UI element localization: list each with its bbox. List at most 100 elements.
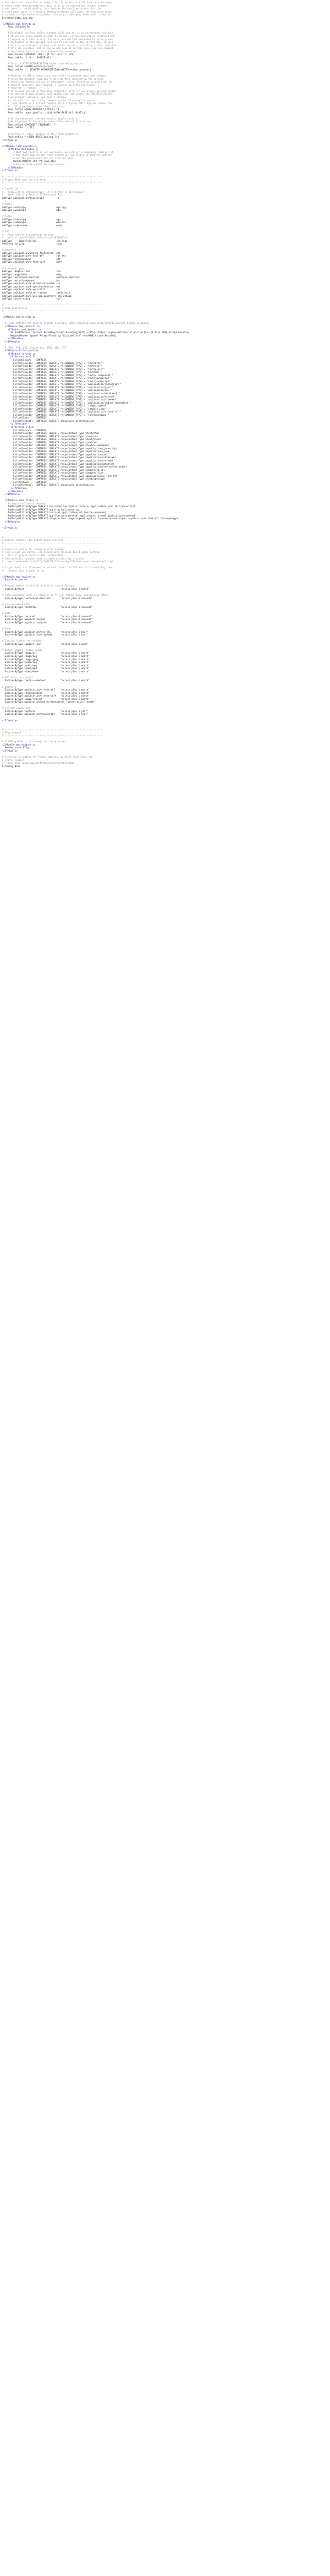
code-line: FilterProvider COMPRESS DEFLATE "%{CONTE… bbox=[2, 383, 122, 386]
code-line: FilterProvider COMPRESS DEFLATE "%{CONTE… bbox=[2, 395, 118, 398]
module-tag-line: </IfModule> bbox=[2, 337, 23, 340]
code-line: ExpiresActive on bbox=[2, 578, 28, 581]
comment-line: # following RewriteCond (best solution) bbox=[2, 105, 65, 108]
comment-line: # SVG bbox=[2, 230, 9, 233]
code-line: ExpiresByType video/webm "access plus 1 … bbox=[2, 670, 90, 673]
comment-line: # Data bbox=[2, 612, 11, 615]
code-line: FilterProvider COMPRESS DEFLATE "%{CONTE… bbox=[2, 379, 112, 383]
comment-line: # resolution of the app.php file and to … bbox=[2, 41, 113, 44]
comment-line: # ETag removal bbox=[2, 731, 22, 734]
code-line: FilterDeclare COMPRESS bbox=[2, 428, 47, 432]
code-line: SetEnvIfNoCase ^(Accept-EncodXng|X-cept-… bbox=[2, 331, 190, 334]
comment-line: # redirect -> request -> ...). bbox=[2, 86, 50, 90]
module-tag-line: <IfVersion < 2.4> bbox=[2, 426, 34, 429]
code-line: ExpiresByType application/rss+xml "acces… bbox=[2, 630, 89, 633]
code-line: AddType application/x-font-ttf ttf ttc bbox=[2, 254, 66, 258]
code-line: RewriteRule ^(.*) - [E=BASE:%1] bbox=[2, 56, 51, 59]
code-line: FilterProvider COMPRESS DEFLATE resp=Con… bbox=[2, 450, 109, 453]
code-line: ExpiresByType image/png "access plus 1 m… bbox=[2, 655, 90, 658]
code-line: ExpiresByType application/x-font-woff "a… bbox=[2, 694, 90, 698]
comment-line: # Webfonts bbox=[2, 685, 16, 688]
comment-line: # work in environments without path pref… bbox=[2, 44, 116, 47]
code-line: ExpiresByType video/ogg "access plus 1 m… bbox=[2, 661, 90, 664]
comment-line: # JavaScript bbox=[2, 187, 19, 191]
code-line: ExpiresByType image/jpeg "access plus 1 … bbox=[2, 657, 90, 661]
code-line: FilterProvider COMPRESS DEFLATE resp=Con… bbox=[2, 456, 116, 459]
code-line: AddType image/x-icon ico bbox=[2, 270, 61, 273]
code-line: RequestHeader append Accept-Encoding "gz… bbox=[2, 334, 116, 337]
code-line: AddType audio/mp4 m4a bbox=[2, 209, 61, 212]
section-rule: # --------------------------------------… bbox=[2, 309, 102, 313]
module-tag-line: </IfModule> bbox=[2, 493, 20, 496]
code-line: RewriteRule ^app\.php(?:/(.*)|$) %{ENV:B… bbox=[2, 111, 87, 114]
comment-line: # If you are using Apache aliases to do … bbox=[2, 35, 115, 38]
code-line: RewriteCond %{REQUEST_FILENAME} -f bbox=[2, 123, 55, 126]
comment-line: # Normalize to standard type (it's sniff… bbox=[2, 190, 84, 193]
code-line: ExpiresByType application/json "access p… bbox=[2, 621, 92, 624]
code-line: FilterProvider COMPRESS DEFLATE resp=Con… bbox=[2, 462, 115, 465]
code-line: FilterProvider COMPRESS DEFLATE resp=Con… bbox=[2, 459, 113, 463]
code-line: FilterProvider COMPRESS DEFLATE "%{CONTE… bbox=[2, 365, 102, 368]
comment-line: # RedirectTemp cannot be used instead bbox=[2, 162, 65, 166]
code-line: AddType application/x-web-app-manifest+j… bbox=[2, 294, 72, 297]
comment-line: # cache.appcache needs re-requests in FF… bbox=[2, 594, 109, 597]
comment-line: # Your document html bbox=[2, 602, 30, 606]
code-line: FilterProvider COMPRESS DEFLATE "%{CONTE… bbox=[2, 377, 112, 380]
module-tag-line: <IfModule mod_rewrite.c> bbox=[2, 22, 36, 25]
code-line: AddEncoding gzip svgz bbox=[2, 242, 62, 246]
section-rule: # --------------------------------------… bbox=[2, 541, 102, 545]
code-line: FilterProtocol COMPRESS DEFLATE change=y… bbox=[2, 419, 94, 422]
code-line: AddType video/webm webm bbox=[2, 224, 62, 227]
code-line: RewriteRule ^ %{ENV:BASE}/app.php [L] bbox=[2, 135, 59, 139]
module-tag-line: <IfModule mod_headers.c> bbox=[2, 328, 41, 331]
module-tag-line: <IfModule !mod_filter.c> bbox=[2, 499, 38, 502]
comment-line: # the start page to the front controller… bbox=[2, 154, 112, 157]
comment-line: # Redirect to URI without front controll… bbox=[2, 74, 107, 78]
section-rule: # --------------------------------------… bbox=[2, 303, 102, 307]
module-tag-line: <IfModule filter_module> bbox=[2, 349, 38, 352]
code-line: FilterProvider COMPRESS DEFLATE "%{CONTE… bbox=[2, 385, 113, 389]
code-line: ExpiresByType audio/ogg "access plus 1 m… bbox=[2, 664, 90, 667]
comment-line: # FileETag None is not enough for every … bbox=[2, 740, 68, 743]
code-line: AddOutputFilterByType DEFLATE applicatio… bbox=[2, 514, 136, 517]
module-tag-line: </IfModule> bbox=[2, 526, 18, 530]
code-line: ExpiresByType application/javascript "ac… bbox=[2, 713, 89, 716]
section-rule: # --------------------------------------… bbox=[2, 175, 102, 178]
code-line: FilterProvider COMPRESS DEFLATE resp=Con… bbox=[2, 477, 105, 481]
comment-line: # Video bbox=[2, 215, 12, 218]
code-line: FilterProvider COMPRESS DEFLATE resp=Con… bbox=[2, 441, 98, 444]
code-line: AddOutputFilterByType DEFLATE text/html … bbox=[2, 505, 136, 508]
code-line: RewriteCond %{ENV:REDIRECT_STATUS} ^$ bbox=[2, 108, 59, 111]
code-line: FilterProvider COMPRESS DEFLATE "%{CONTE… bbox=[2, 389, 112, 392]
module-tag-line: <IfModule mod_headers.c> bbox=[2, 743, 36, 746]
module-tag-line: </IfModule> bbox=[2, 749, 18, 752]
code-line: FilterProvider COMPRESS DEFLATE resp=Con… bbox=[2, 465, 127, 469]
module-tag-line: </IfVersion> bbox=[2, 486, 28, 490]
code-line: FilterProvider COMPRESS DEFLATE "%{CONTE… bbox=[2, 407, 108, 410]
comment-line: # Media: images, video, audio bbox=[2, 648, 43, 651]
code-line: AddOutputFilterByType DEFLATE text/xml a… bbox=[2, 511, 107, 514]
code-line: FilterProvider COMPRESS DEFLATE "%{CONTE… bbox=[2, 373, 113, 377]
comment-line: # Gzip compression bbox=[2, 306, 28, 309]
comment-line: # Expires headers (for better cache cont… bbox=[2, 539, 63, 542]
code-line: AddOutputFilterByType DEFLATE applicatio… bbox=[2, 508, 80, 511]
comment-line: # If you don't use filenames to version,… bbox=[2, 566, 112, 569]
code-line: FilterProvider COMPRESS DEFLATE "%{CONTE… bbox=[2, 367, 105, 371]
code-line: AddType application/x-chrome-extension c… bbox=[2, 282, 61, 285]
comment-line: # (with and without `/app.php`). Only do… bbox=[2, 77, 104, 80]
code-line: RewriteCond %{REQUEST_URI}::$1 ^(/.+)/(.… bbox=[2, 53, 73, 56]
module-tag-line: <IfModule !mod_rewrite.c> bbox=[2, 144, 37, 148]
code-line: FilterChain COMPRESS bbox=[2, 480, 47, 483]
comment-line: # (script.js?v=3 style is NOT recommende… bbox=[2, 553, 65, 557]
comment-line: # HTML, TXT, CSS, JavaScript, JSON, XML,… bbox=[2, 346, 68, 349]
code-line: FilterProvider COMPRESS DEFLATE resp=Con… bbox=[2, 438, 101, 441]
comment-line: # Assorted types bbox=[2, 267, 25, 270]
section-rule: # --------------------------------------… bbox=[2, 728, 102, 731]
comment-line: # Audio bbox=[2, 203, 12, 206]
code-line: FilterProvider COMPRESS DEFLATE resp=Con… bbox=[2, 471, 104, 475]
module-tag-line: </IfModule> bbox=[2, 520, 20, 523]
comment-line: # Since we're sending far-future expires… bbox=[2, 756, 92, 759]
comment-line: # We only want to let Apache serve files… bbox=[2, 120, 92, 123]
comment-line: # If the requested filename exists, simp… bbox=[2, 117, 80, 120]
code-line: AddType text/x-component htc bbox=[2, 279, 61, 282]
